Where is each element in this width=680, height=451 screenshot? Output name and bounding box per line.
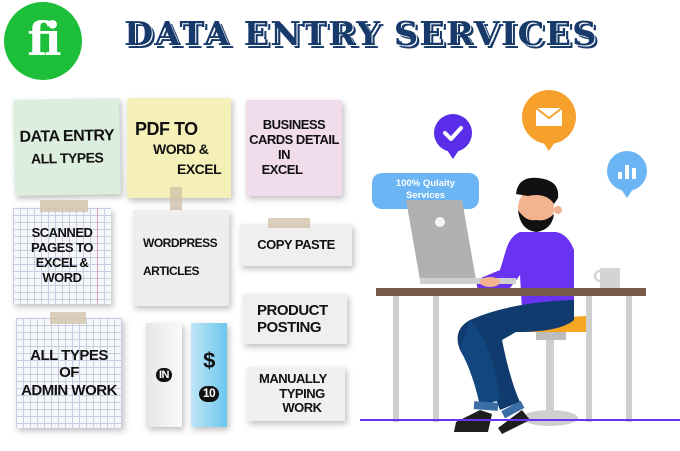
note-line: Product (257, 301, 328, 319)
note-data-entry: Data Entry All Types (13, 98, 121, 196)
note-line: Of (59, 364, 79, 382)
note-copy-paste: Copy Paste (240, 224, 352, 266)
note-line: All Types (30, 347, 108, 365)
note-line: All Types (30, 149, 104, 167)
price-strip-amount: $ 10 (191, 323, 227, 427)
margin-line (97, 208, 98, 304)
tape (40, 200, 88, 212)
quality-line: Services (405, 190, 446, 202)
quality-line: 100% Qulaity (395, 178, 456, 189)
note-line: Posting (257, 319, 322, 336)
logo-text: fi (27, 12, 61, 66)
person-at-desk-illustration (360, 177, 680, 434)
price-amount: 10 (198, 385, 220, 402)
note-line: Manually (259, 370, 327, 386)
note-line: Articles (143, 264, 200, 278)
note-line: PDF To (135, 118, 198, 139)
price-strip-in: IN (146, 323, 182, 427)
page-title: DATA ENTRY SERVICES (124, 14, 598, 53)
tape (50, 312, 86, 324)
note-line: In (278, 147, 291, 162)
note-manual-typing: Manually Typing Work (247, 367, 345, 421)
note-business-cards: Business Cards Detail In Excel (246, 100, 342, 196)
tape (170, 187, 182, 217)
check-bubble-icon (434, 114, 472, 159)
tape (268, 218, 310, 228)
note-line: Copy Paste (257, 236, 335, 252)
note-line: Data Entry (19, 126, 115, 146)
note-line: Cards Detail (249, 132, 339, 148)
note-line: Excel (177, 161, 222, 178)
chart-bubble-icon (607, 151, 647, 198)
fiverr-logo: fi (4, 2, 82, 80)
note-scanned-pages: Scanned Pages To Excel & Word (13, 208, 111, 304)
note-line: WordPress (143, 236, 218, 251)
note-product-posting: Product Posting (243, 294, 347, 344)
note-line: Word (42, 269, 82, 285)
note-line: Admin Work (21, 381, 117, 399)
note-line: Business (262, 117, 326, 133)
note-pdf-to-word-excel: PDF To Word & Excel (127, 98, 231, 198)
price-prefix: IN (156, 367, 172, 383)
note-line: Excel (261, 161, 303, 177)
note-wordpress-articles: WordPress Articles (133, 210, 229, 306)
note-line: Word & (153, 141, 209, 158)
note-line: Scanned (31, 225, 93, 241)
note-line: Excel & (35, 255, 89, 270)
note-line: Typing Work (279, 385, 325, 416)
note-admin-work: All Types Of Admin Work (16, 318, 122, 428)
price-currency: $ (203, 348, 215, 374)
note-line: Pages To (31, 240, 93, 256)
mail-bubble-icon (522, 90, 576, 151)
